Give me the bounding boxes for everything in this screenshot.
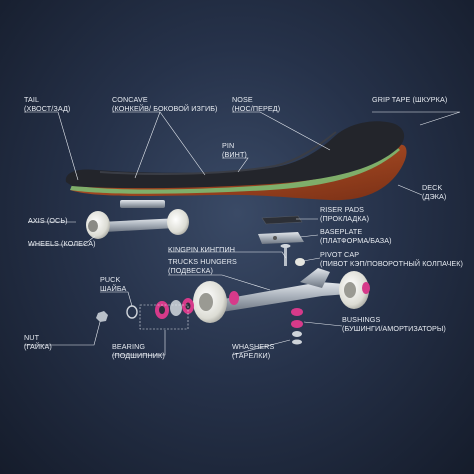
label-grip-tape: GRIP TAPE (ШКУРКА)	[372, 95, 448, 105]
hanger-part	[218, 268, 348, 312]
label-pin-en: PIN	[222, 141, 235, 150]
label-pivot-cap-en: PIVOT CAP	[320, 250, 360, 259]
label-riser-pads: RISER PADS (ПРОКЛАДКА)	[320, 205, 370, 223]
puck-part	[126, 305, 138, 319]
label-kingpin: KINGPIN КИНГПИН	[168, 245, 236, 255]
label-tail-ru: (ХВОСТ/ЗАД)	[24, 103, 71, 113]
bushing-parts	[291, 308, 303, 337]
washer-parts	[292, 339, 302, 345]
label-riser-pads-ru: (ПРОКЛАДКА)	[320, 213, 370, 223]
label-axis-text: AXIS (ОСЬ)	[28, 216, 68, 225]
label-baseplate: BASEPLATE (ПЛАТФОРМА/БАЗА)	[320, 227, 392, 245]
label-pivot-cap-ru: (ПИВОТ КЭП/ПОВОРОТНЫЙ КОЛПАЧЕК)	[320, 258, 464, 268]
label-tail-en: TAIL	[24, 95, 40, 104]
label-nose-ru: (НОС/ПЕРЕД)	[232, 103, 281, 113]
leader-lines	[24, 111, 461, 356]
rear-truck	[86, 200, 189, 239]
label-wheels-text: WHEELS (КОЛЕСА)	[28, 239, 96, 248]
label-concave-ru: (КОНКЕЙВ/ БОКОВОЙ ИЗГИБ)	[112, 103, 218, 113]
baseplate-part	[258, 232, 304, 244]
grip-tape-surface	[65, 121, 405, 189]
label-washers-en: WHASHERS	[232, 342, 275, 351]
label-bushings-en: BUSHINGS	[342, 315, 381, 324]
bearing-parts	[139, 282, 370, 330]
label-pin: PIN (ВИНТ)	[222, 141, 247, 159]
label-riser-pads-en: RISER PADS	[320, 205, 365, 214]
deck-edge	[70, 145, 400, 194]
kingpin-part	[280, 244, 291, 266]
label-deck: DECK (ДЭКА)	[422, 183, 447, 201]
riser-pad	[261, 215, 303, 225]
label-trucks-ru: (ПОДВЕСКА)	[168, 265, 214, 275]
label-tail: TAIL (ХВОСТ/ЗАД)	[24, 95, 71, 113]
label-bushings-ru: (БУШИНГИ/АМОРТИЗАТОРЫ)	[342, 323, 446, 333]
label-trucks-en: TRUCKS HUNGERS	[168, 257, 237, 266]
label-nose-en: NOSE	[232, 95, 253, 104]
label-bearing-en: BEARING	[112, 342, 146, 351]
label-deck-ru: (ДЭКА)	[422, 191, 447, 201]
label-axis: AXIS (ОСЬ)	[28, 216, 68, 226]
label-washers: WHASHERS (ТАРЕЛКИ)	[232, 342, 275, 360]
label-pivot-cap: PIVOT CAP (ПИВОТ КЭП/ПОВОРОТНЫЙ КОЛПАЧЕК…	[320, 250, 464, 268]
label-pin-ru: (ВИНТ)	[222, 149, 247, 159]
label-concave-en: CONCAVE	[112, 95, 148, 104]
label-bushings: BUSHINGS (БУШИНГИ/АМОРТИЗАТОРЫ)	[342, 315, 446, 333]
pivot-cap-part	[295, 258, 305, 266]
label-nut-en: NUT	[24, 333, 40, 342]
label-nose: NOSE (НОС/ПЕРЕД)	[232, 95, 281, 113]
label-grip-tape-text: GRIP TAPE (ШКУРКА)	[372, 95, 448, 104]
label-baseplate-ru: (ПЛАТФОРМА/БАЗА)	[320, 235, 392, 245]
label-concave: CONCAVE (КОНКЕЙВ/ БОКОВОЙ ИЗГИБ)	[112, 95, 218, 113]
nut-part	[96, 311, 108, 322]
grip-tape-highlight	[99, 131, 337, 175]
label-deck-en: DECK	[422, 183, 443, 192]
label-nut-ru: (ГАЙКА)	[24, 341, 52, 351]
label-bearing-ru: (ПОДШИПНИК)	[112, 350, 165, 360]
front-wheels	[193, 271, 369, 323]
label-washers-ru: (ТАРЕЛКИ)	[232, 350, 271, 360]
label-nut: NUT (ГАЙКА)	[24, 333, 52, 351]
label-bearing: BEARING (ПОДШИПНИК)	[112, 342, 165, 360]
label-baseplate-en: BASEPLATE	[320, 227, 363, 236]
label-puck-en: PUCK	[100, 275, 121, 284]
label-puck-ru: ШАЙБА	[100, 283, 127, 293]
label-kingpin-text: KINGPIN КИНГПИН	[168, 245, 236, 254]
label-puck: PUCK ШАЙБА	[100, 275, 127, 293]
label-trucks: TRUCKS HUNGERS (ПОДВЕСКА)	[168, 257, 237, 275]
label-wheels: WHEELS (КОЛЕСА)	[28, 239, 96, 249]
